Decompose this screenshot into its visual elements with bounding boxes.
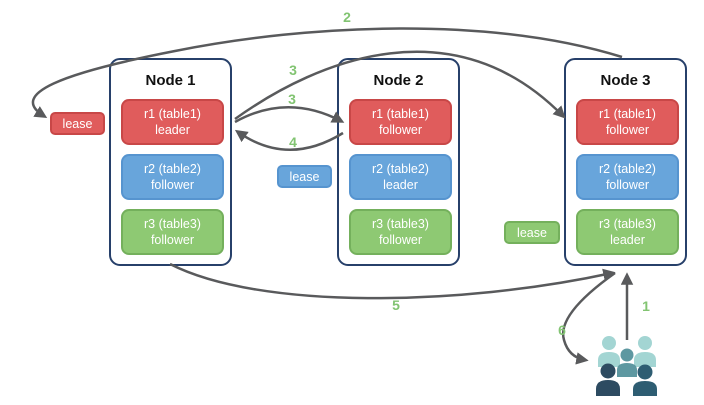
node-1-title: Node 1 — [145, 72, 196, 89]
node-1-card: Node 1 r1 (table1) leader r2 (table2) fo… — [109, 58, 232, 266]
node-2-card: Node 2 r1 (table1) follower r2 (table2) … — [337, 58, 460, 266]
node-2-range-r3: r3 (table3) follower — [349, 209, 452, 255]
node-1-ranges: r1 (table1) leader r2 (table2) follower … — [121, 99, 224, 264]
range-role: follower — [378, 233, 423, 247]
person-icon — [634, 336, 656, 367]
range-name: r3 (table3) — [144, 216, 201, 231]
range-name: r3 (table3) — [599, 216, 656, 231]
node-3-range-r2: r2 (table2) follower — [576, 154, 679, 200]
person-icon — [617, 348, 637, 377]
range-role: follower — [150, 233, 195, 247]
range-role: follower — [150, 178, 195, 192]
lease-label-r2: lease — [277, 165, 332, 188]
node-2-ranges: r1 (table1) follower r2 (table2) leader … — [349, 99, 452, 264]
node-1-range-r1: r1 (table1) leader — [121, 99, 224, 145]
arrow-label-6: 6 — [558, 322, 566, 338]
lease-label-r1: lease — [50, 112, 105, 135]
range-name: r1 (table1) — [144, 106, 201, 121]
range-name: r2 (table2) — [372, 161, 429, 176]
range-role: leader — [383, 178, 418, 192]
person-icon — [596, 363, 620, 396]
range-name: r2 (table2) — [144, 161, 201, 176]
arrow-label-3b: 3 — [288, 91, 296, 107]
node-3-title: Node 3 — [600, 72, 651, 89]
node-3-range-r3: r3 (table3) leader — [576, 209, 679, 255]
arrow-6 — [561, 271, 616, 365]
arrow-4 — [234, 129, 344, 151]
range-role: follower — [378, 123, 423, 137]
arrow-label-4: 4 — [289, 134, 297, 150]
person-icon — [633, 364, 657, 396]
range-role: follower — [605, 178, 650, 192]
range-role: leader — [610, 233, 645, 247]
range-name: r2 (table2) — [599, 161, 656, 176]
node-1-range-r2: r2 (table2) follower — [121, 154, 224, 200]
node-2-title: Node 2 — [373, 72, 424, 89]
node-3-card: Node 3 r1 (table1) follower r2 (table2) … — [564, 58, 687, 266]
arrow-label-2: 2 — [343, 9, 351, 25]
range-role: follower — [605, 123, 650, 137]
node-2-range-r1: r1 (table1) follower — [349, 99, 452, 145]
lease-label-r3: lease — [504, 221, 560, 244]
range-role: leader — [155, 123, 190, 137]
node-2-range-r2: r2 (table2) leader — [349, 154, 452, 200]
arrow-label-1: 1 — [642, 298, 650, 314]
range-name: r1 (table1) — [372, 106, 429, 121]
person-icon — [598, 336, 620, 367]
node-1-range-r3: r3 (table3) follower — [121, 209, 224, 255]
arrow-3-to-node2 — [234, 106, 345, 124]
range-name: r1 (table1) — [599, 106, 656, 121]
node-3-ranges: r1 (table1) follower r2 (table2) followe… — [576, 99, 679, 264]
arrow-label-3a: 3 — [289, 62, 297, 78]
range-name: r3 (table3) — [372, 216, 429, 231]
arrow-label-5: 5 — [392, 297, 400, 313]
clients-icon — [596, 336, 657, 396]
arrow-5 — [169, 262, 616, 300]
node-3-range-r1: r1 (table1) follower — [576, 99, 679, 145]
